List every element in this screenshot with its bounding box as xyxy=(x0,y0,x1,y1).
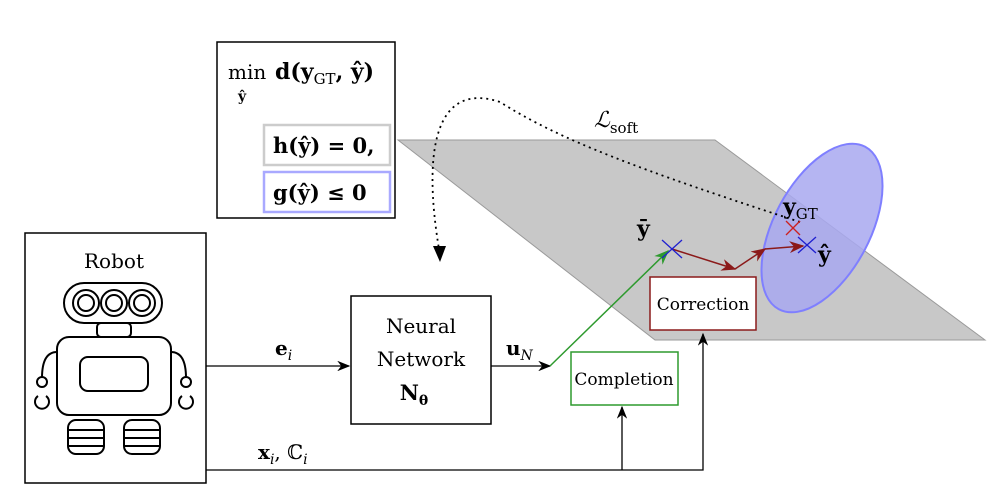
min-subscript: ŷ xyxy=(237,88,247,105)
x-feedback-line xyxy=(206,332,709,471)
feasible-ellipse xyxy=(760,142,884,314)
x-signal-label: xi, ℂi xyxy=(258,440,308,468)
e-signal-label: ei xyxy=(275,336,292,364)
robot-label: Robot xyxy=(84,249,144,273)
y-bar-marker xyxy=(661,239,683,259)
constraint-plane xyxy=(396,139,987,341)
completion-label: Completion xyxy=(574,370,673,390)
inequality-constraint-box xyxy=(262,170,392,214)
network-line1: Neural xyxy=(386,314,456,338)
soft-loss-curve xyxy=(431,97,801,256)
optimization-problem-box: min ŷ d(yGT, ŷ) h(ŷ) = 0, g(ŷ) ≤ 0 xyxy=(216,41,396,219)
completion-path xyxy=(549,249,670,367)
soft-loss-arrowhead xyxy=(433,246,446,262)
inequality-constraint: g(ŷ) ≤ 0 xyxy=(273,180,367,205)
equality-constraint: h(ŷ) = 0, xyxy=(273,133,374,158)
network-symbol: Nθ xyxy=(400,380,429,409)
y-gt-label: yGT xyxy=(782,194,818,223)
y-bar-label: ȳ xyxy=(636,216,651,242)
u-signal-label: uN xyxy=(506,336,534,364)
min-operator: min xyxy=(228,60,266,84)
equality-constraint-box xyxy=(262,123,392,167)
y-gt-marker xyxy=(785,220,801,236)
correction-block: Correction xyxy=(649,276,757,331)
robot-box: Robot xyxy=(24,232,207,484)
robot-icon xyxy=(34,282,194,455)
network-line2: Network xyxy=(377,347,466,371)
neural-network-box: Neural Network Nθ xyxy=(350,295,492,425)
objective-expression: d(yGT, ŷ) xyxy=(275,59,374,88)
completion-block: Completion xyxy=(570,351,679,406)
y-hat-label: ŷ xyxy=(817,242,832,268)
correction-step-2 xyxy=(734,248,767,270)
correction-step-1 xyxy=(671,248,737,271)
soft-loss-label: ℒsoft xyxy=(594,108,638,137)
correction-label: Correction xyxy=(657,295,750,315)
y-hat-marker xyxy=(797,236,817,254)
correction-step-3 xyxy=(764,241,805,254)
